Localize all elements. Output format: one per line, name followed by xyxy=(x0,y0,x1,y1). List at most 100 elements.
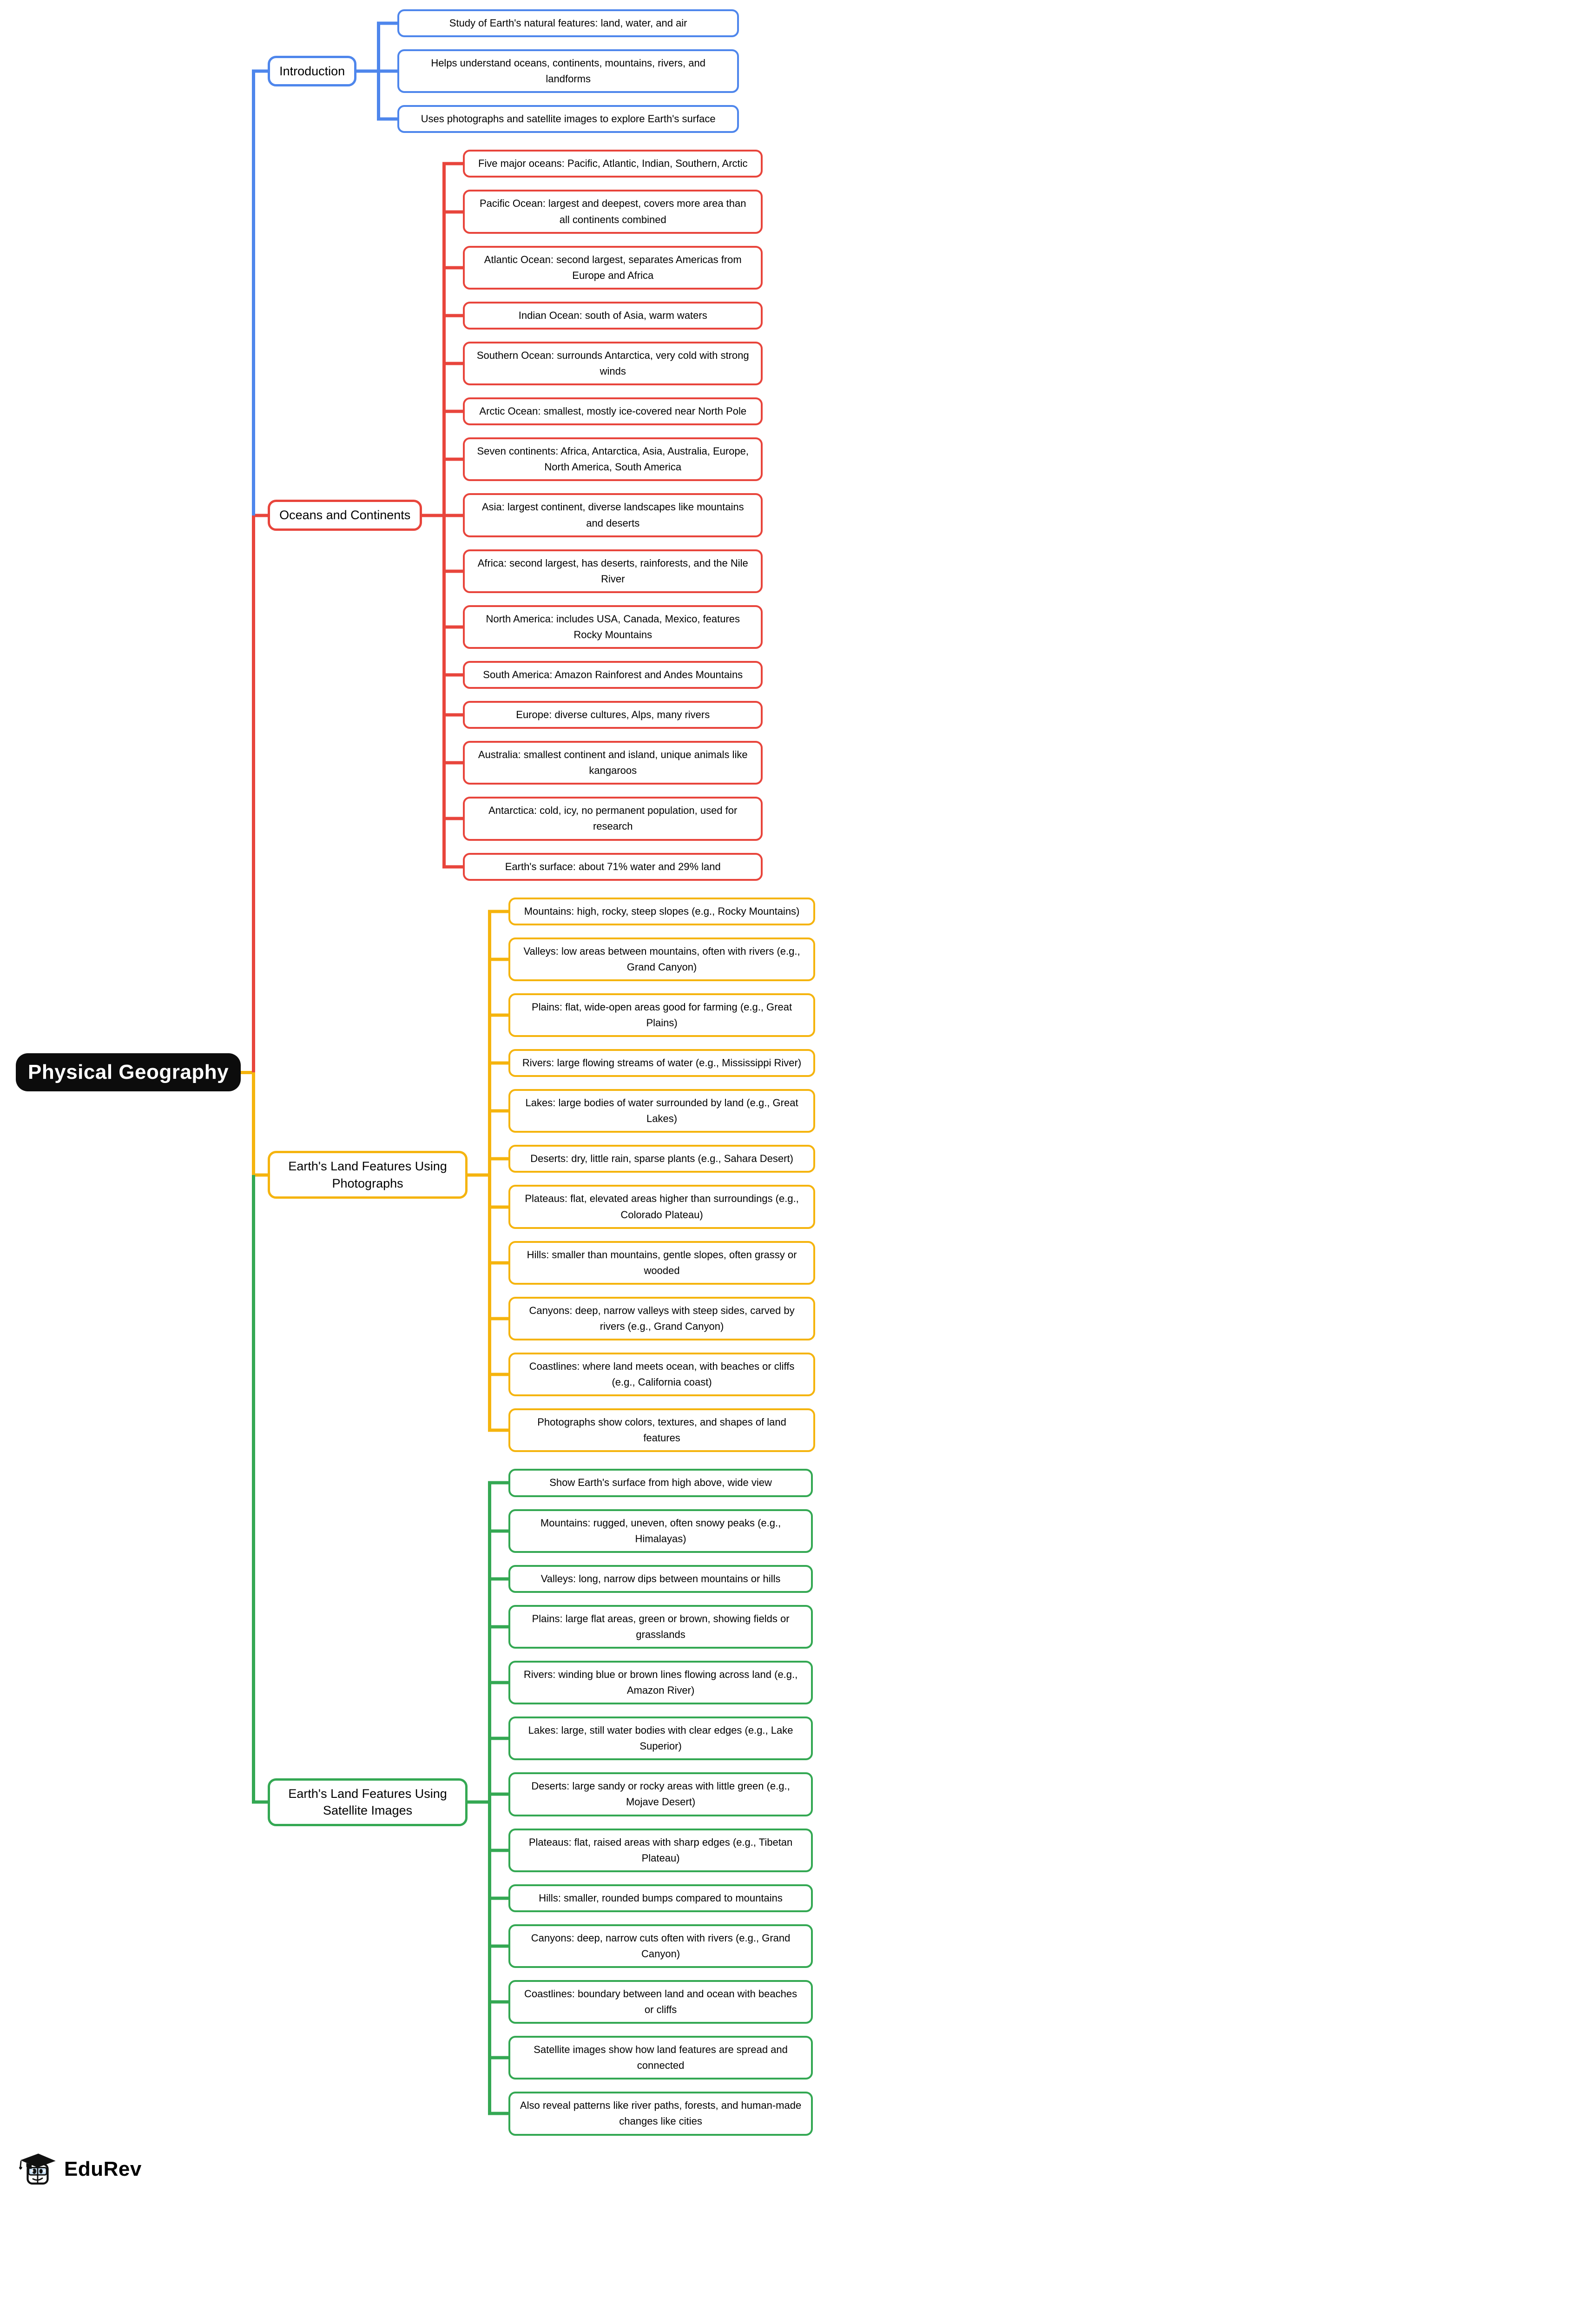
list-item: Rivers: winding blue or brown lines flow… xyxy=(488,1654,813,1711)
child-node-label: Study of Earth's natural features: land,… xyxy=(449,17,687,29)
list-item: Plateaus: flat, raised areas with sharp … xyxy=(488,1822,813,1878)
trunk-segment xyxy=(252,1072,256,1175)
child-node: Pacific Ocean: largest and deepest, cove… xyxy=(463,190,763,234)
mindmap-canvas: Physical Geography Introduction Study of… xyxy=(0,0,816,2195)
list-item: Plateaus: flat, elevated areas higher th… xyxy=(488,1179,816,1235)
child-node: Lakes: large bodies of water surrounded … xyxy=(508,1089,816,1133)
list-item: Africa: second largest, has deserts, rai… xyxy=(442,543,763,599)
branch-node: Earth's Land Features Using Photographs xyxy=(268,1151,468,1199)
child-node: Canyons: deep, narrow cuts often with ri… xyxy=(508,1924,813,1968)
list-item: South America: Amazon Rainforest and And… xyxy=(442,654,763,695)
root-node-label: Physical Geography xyxy=(28,1061,229,1084)
child-node: Indian Ocean: south of Asia, warm waters xyxy=(463,301,763,330)
child-node: Also reveal patterns like river paths, f… xyxy=(508,2092,813,2136)
child-node: Mountains: rugged, uneven, often snowy p… xyxy=(508,1509,813,1553)
child-node: Arctic Ocean: smallest, mostly ice-cover… xyxy=(463,397,763,426)
list-item: Uses photographs and satellite images to… xyxy=(377,99,739,133)
list-item: Indian Ocean: south of Asia, warm waters xyxy=(442,295,763,336)
child-node-label: Plains: flat, wide-open areas good for f… xyxy=(532,1001,792,1029)
branch-node: Introduction xyxy=(268,55,357,87)
child-node: Plateaus: flat, raised areas with sharp … xyxy=(508,1828,813,1872)
list-item: Atlantic Ocean: second largest, separate… xyxy=(442,239,763,296)
list-item: Valleys: low areas between mountains, of… xyxy=(488,931,816,988)
list-item: Asia: largest continent, diverse landsca… xyxy=(442,487,763,543)
children-group: Mountains: high, rocky, steep slopes (e.… xyxy=(488,897,816,1452)
child-node: Coastlines: where land meets ocean, with… xyxy=(508,1353,816,1397)
child-node-label: Arctic Ocean: smallest, mostly ice-cover… xyxy=(479,405,747,417)
branch-node-label: Earth's Land Features Using Satellite Im… xyxy=(288,1787,447,1818)
child-node-label: Mountains: high, rocky, steep slopes (e.… xyxy=(524,905,800,917)
child-node-label: Plateaus: flat, raised areas with sharp … xyxy=(528,1836,793,1864)
child-node-label: Deserts: dry, little rain, sparse plants… xyxy=(530,1153,793,1165)
child-node-label: Plateaus: flat, elevated areas higher th… xyxy=(525,1193,799,1221)
child-node: Hills: smaller than mountains, gentle sl… xyxy=(508,1241,816,1285)
list-item: Lakes: large, still water bodies with cl… xyxy=(488,1710,813,1767)
child-node: Southern Ocean: surrounds Antarctica, ve… xyxy=(463,341,763,386)
child-node: North America: includes USA, Canada, Mex… xyxy=(463,605,763,649)
branch-node: Earth's Land Features Using Satellite Im… xyxy=(268,1778,468,1826)
edurev-logo: EduRev xyxy=(18,2152,798,2187)
list-item: Show Earth's surface from high above, wi… xyxy=(488,1469,813,1503)
child-node: Deserts: large sandy or rocky areas with… xyxy=(508,1772,813,1816)
list-item: Canyons: deep, narrow cuts often with ri… xyxy=(488,1918,813,1974)
branch-oceans-and-continents: Oceans and Continents Five major oceans:… xyxy=(252,150,798,881)
child-node-label: Coastlines: boundary between land and oc… xyxy=(524,1988,798,2016)
child-node-label: Canyons: deep, narrow cuts often with ri… xyxy=(531,1932,791,1960)
child-node-label: Hills: smaller, rounded bumps compared t… xyxy=(539,1892,783,1904)
list-item: Helps understand oceans, continents, mou… xyxy=(377,43,739,99)
list-item: Australia: smallest continent and island… xyxy=(442,735,763,791)
child-node: Hills: smaller, rounded bumps compared t… xyxy=(508,1884,813,1912)
child-node: Satellite images show how land features … xyxy=(508,2036,813,2080)
child-node-label: Plains: large flat areas, green or brown… xyxy=(532,1612,790,1640)
list-item: Pacific Ocean: largest and deepest, cove… xyxy=(442,184,763,240)
list-item: Valleys: long, narrow dips between mount… xyxy=(488,1558,813,1599)
child-node: Study of Earth's natural features: land,… xyxy=(397,9,739,38)
child-node-label: Show Earth's surface from high above, wi… xyxy=(549,1477,772,1489)
child-node: Deserts: dry, little rain, sparse plants… xyxy=(508,1145,816,1173)
child-node-label: Five major oceans: Pacific, Atlantic, In… xyxy=(478,158,748,170)
list-item: Rivers: large flowing streams of water (… xyxy=(488,1043,816,1083)
child-node: Lakes: large, still water bodies with cl… xyxy=(508,1717,813,1761)
list-item: Southern Ocean: surrounds Antarctica, ve… xyxy=(442,335,763,392)
child-node-label: Uses photographs and satellite images to… xyxy=(421,113,716,125)
child-node-label: Australia: smallest continent and island… xyxy=(478,749,748,777)
root-node: Physical Geography xyxy=(16,1053,241,1092)
branch-node-label: Oceans and Continents xyxy=(279,508,411,522)
child-node-label: Lakes: large, still water bodies with cl… xyxy=(528,1724,793,1752)
child-node: Valleys: long, narrow dips between mount… xyxy=(508,1565,813,1593)
child-node: Helps understand oceans, continents, mou… xyxy=(397,49,739,93)
child-node: Rivers: large flowing streams of water (… xyxy=(508,1049,816,1077)
mindmap: Physical Geography Introduction Study of… xyxy=(16,9,816,2136)
child-node: Antarctica: cold, icy, no permanent popu… xyxy=(463,797,763,841)
list-item: Coastlines: where land meets ocean, with… xyxy=(488,1347,816,1403)
trunk-segment xyxy=(252,71,256,515)
child-node: Seven continents: Africa, Antarctica, As… xyxy=(463,437,763,482)
child-node: Africa: second largest, has deserts, rai… xyxy=(463,549,763,593)
child-node-label: Earth's surface: about 71% water and 29%… xyxy=(505,860,721,872)
list-item: Photographs show colors, textures, and s… xyxy=(488,1402,816,1452)
child-node: Five major oceans: Pacific, Atlantic, In… xyxy=(463,150,763,178)
child-node: South America: Amazon Rainforest and And… xyxy=(463,660,763,689)
root-connector xyxy=(241,1070,252,1074)
branches-column: Introduction Study of Earth's natural fe… xyxy=(252,9,816,2136)
list-item: Seven continents: Africa, Antarctica, As… xyxy=(442,431,763,488)
child-node-label: Lakes: large bodies of water surrounded … xyxy=(525,1097,798,1125)
children-group: Study of Earth's natural features: land,… xyxy=(377,9,739,133)
child-node: Europe: diverse cultures, Alps, many riv… xyxy=(463,701,763,729)
branch-land-features-photographs: Earth's Land Features Using Photographs … xyxy=(252,897,816,1452)
list-item: Deserts: large sandy or rocky areas with… xyxy=(488,1766,813,1822)
child-node: Canyons: deep, narrow valleys with steep… xyxy=(508,1296,816,1341)
child-node: Coastlines: boundary between land and oc… xyxy=(508,1980,813,2024)
child-node-label: Antarctica: cold, icy, no permanent popu… xyxy=(488,805,738,832)
child-node: Photographs show colors, textures, and s… xyxy=(508,1408,816,1452)
branch-land-features-satellite: Earth's Land Features Using Satellite Im… xyxy=(252,1469,813,2136)
child-node-label: Rivers: large flowing streams of water (… xyxy=(522,1057,802,1069)
list-item: Five major oceans: Pacific, Atlantic, In… xyxy=(442,150,763,184)
children-group: Five major oceans: Pacific, Atlantic, In… xyxy=(442,150,763,881)
list-item: Earth's surface: about 71% water and 29%… xyxy=(442,846,763,881)
child-node-label: Europe: diverse cultures, Alps, many riv… xyxy=(516,709,710,721)
list-item: Hills: smaller than mountains, gentle sl… xyxy=(488,1235,816,1291)
list-item: Also reveal patterns like river paths, f… xyxy=(488,2086,813,2136)
child-node: Australia: smallest continent and island… xyxy=(463,741,763,785)
child-node: Atlantic Ocean: second largest, separate… xyxy=(463,245,763,290)
